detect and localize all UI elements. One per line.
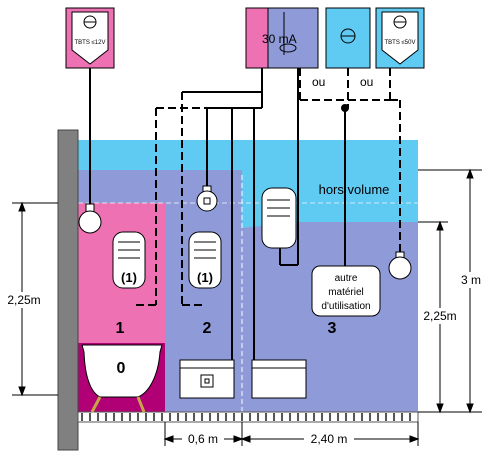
heater-2-mark: (1)	[197, 270, 213, 285]
transformer-separation	[325, 7, 371, 69]
dimension-right-225-label: 2,25m	[423, 309, 456, 323]
dimension-06-label: 0,6 m	[188, 432, 218, 446]
hors-volume-top-band	[78, 140, 418, 170]
transformer-50v-label: TBTS ≤50V	[385, 40, 416, 46]
transformer-12v: TBTS ≤12V	[65, 7, 115, 69]
other-equipment-line-2: matériel	[328, 287, 364, 298]
dimension-right-3m-label: 3 m	[461, 273, 481, 287]
junction-dot	[341, 104, 349, 112]
wall	[57, 129, 79, 451]
dimension-240-label: 2,40 m	[311, 432, 348, 446]
other-equipment-box: autre matériel d'utilisation	[311, 265, 381, 317]
transformer-12v-label: TBTS ≤12V	[75, 40, 106, 46]
wiring	[89, 68, 346, 360]
alternative-wiring	[135, 68, 401, 306]
bathtub	[81, 344, 163, 413]
zone-1-label: 1	[116, 320, 125, 337]
floor	[77, 411, 419, 423]
transformer-50v: TBTS ≤50V	[375, 7, 425, 69]
dimension-right-225-bg	[418, 308, 462, 324]
zone-2-label: 2	[203, 320, 212, 337]
rcd-label: 30 mA	[262, 32, 297, 46]
dimension-right-3m-bg	[459, 272, 485, 288]
zone-3-label: 3	[328, 320, 337, 337]
other-equipment-line-3: d'utilisation	[321, 301, 370, 312]
zone-0-label: 0	[117, 360, 126, 377]
hors-volume-label: hors volume	[319, 182, 390, 197]
convector-zone2	[179, 359, 235, 399]
water-heater-zone3	[261, 187, 297, 249]
other-equipment-line-1: autre	[335, 273, 358, 284]
rcd-30ma: 30 mA	[245, 7, 319, 69]
dimension-06-bg	[182, 432, 224, 446]
floor-hatch	[81, 413, 411, 421]
dimension-right-3m	[418, 168, 482, 414]
dimension-left-label: 2,25m	[7, 293, 40, 307]
lamp-zone3	[388, 251, 412, 280]
ou-right-label: ou	[360, 75, 373, 89]
convector-zone3	[251, 359, 307, 399]
water-heater-zone1: (1)	[112, 231, 146, 289]
lamp-zone2	[196, 185, 218, 212]
water-heater-zone2: (1)	[188, 231, 222, 289]
ou-left-label: ou	[312, 75, 325, 89]
lamp-zone1	[78, 203, 102, 234]
heater-1-mark: (1)	[121, 270, 137, 285]
dimension-left-bg	[4, 292, 44, 308]
dimension-240-bg	[304, 432, 354, 446]
